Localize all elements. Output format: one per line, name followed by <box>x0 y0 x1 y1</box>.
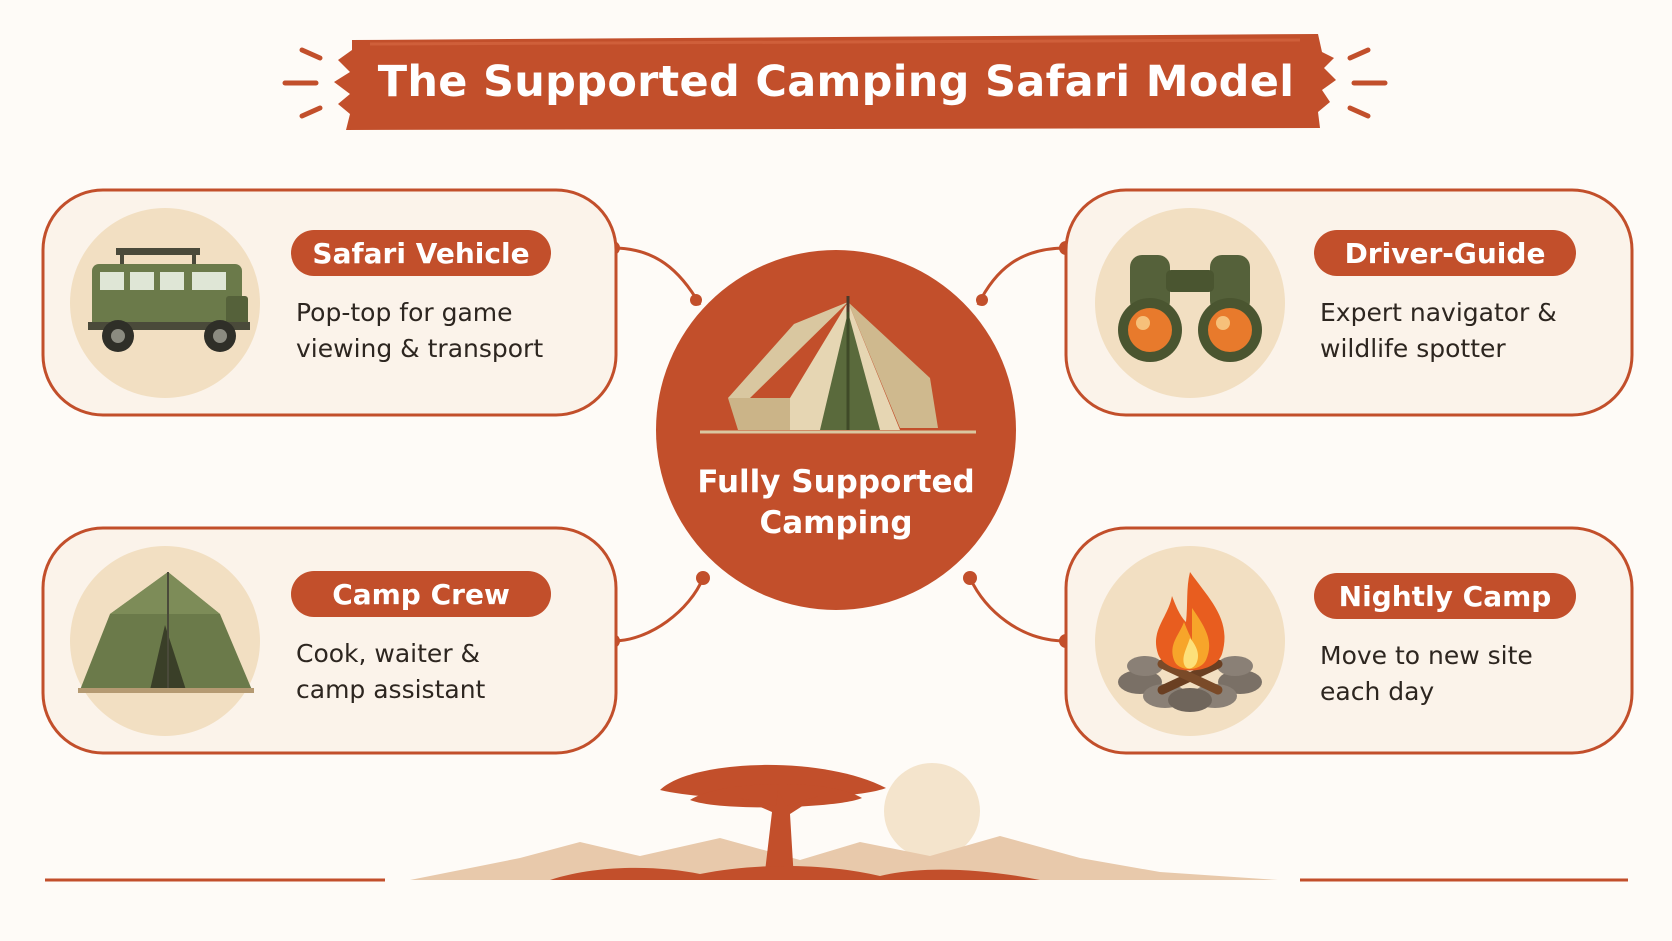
card-desc-safari-vehicle: Pop-top for game viewing & transport <box>296 295 596 367</box>
safari-vehicle-icon <box>88 248 250 352</box>
title-burst-right-icon <box>1347 47 1388 119</box>
card-desc-line: wildlife spotter <box>1320 334 1506 363</box>
page-title: The Supported Camping Safari Model <box>377 57 1295 107</box>
card-desc-line: Cook, waiter & <box>296 639 481 668</box>
card-desc-line: Pop-top for game <box>296 298 513 327</box>
sun-icon <box>884 763 980 859</box>
card-desc-line: Move to new site <box>1320 641 1533 670</box>
center-label-line1: Fully Supported <box>697 464 975 500</box>
center-label-line2: Camping <box>759 505 913 541</box>
card-desc-line: camp assistant <box>296 675 486 704</box>
card-title-camp-crew: Camp Crew <box>291 571 551 617</box>
card-desc-driver-guide: Expert navigator & wildlife spotter <box>1320 295 1620 367</box>
connectors <box>612 246 1067 643</box>
canvas-tent-icon <box>700 296 976 434</box>
campfire-icon <box>1118 572 1262 712</box>
title-burst-left-icon <box>282 47 323 119</box>
acacia-tree-icon <box>660 764 886 880</box>
title-banner <box>334 34 1336 130</box>
card-desc-line: Expert navigator & <box>1320 298 1557 327</box>
card-desc-camp-crew: Cook, waiter & camp assistant <box>296 636 596 708</box>
center-label: Fully Supported Camping <box>660 462 1012 544</box>
card-title-nightly-camp: Nightly Camp <box>1314 573 1576 619</box>
crew-tent-icon <box>78 572 254 693</box>
icon-circle-binoculars <box>1095 208 1285 398</box>
card-desc-line: each day <box>1320 677 1435 706</box>
card-desc-nightly-camp: Move to new site each day <box>1320 638 1620 710</box>
card-desc-line: viewing & transport <box>296 334 544 363</box>
card-title-driver-guide: Driver-Guide <box>1314 230 1576 276</box>
card-title-safari-vehicle: Safari Vehicle <box>291 230 551 276</box>
binoculars-icon <box>1118 255 1262 362</box>
footer-landscape <box>45 763 1628 882</box>
